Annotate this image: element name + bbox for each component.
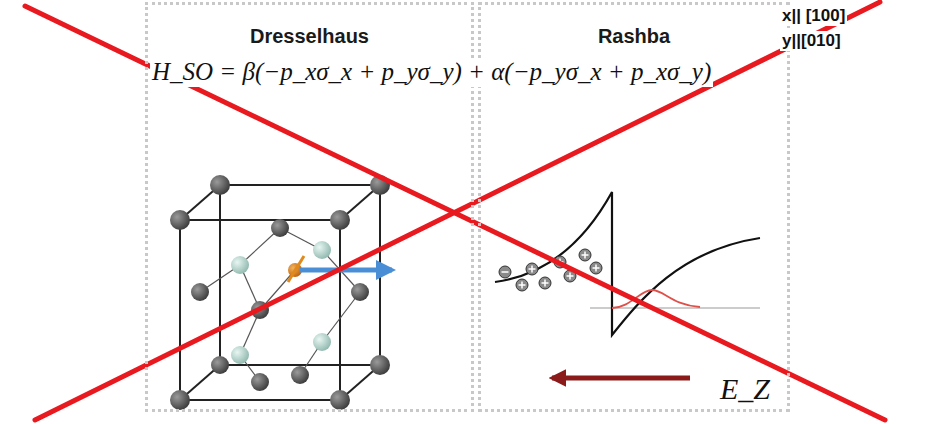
charge-symbols (499, 249, 602, 291)
axis-label: x|| [100] (780, 6, 847, 26)
field-label: E_Z (718, 372, 772, 407)
bonds (200, 228, 360, 382)
hamiltonian-equation: H_SO = β(−p_xσ_x + p_yσ_y) + α(−p_yσ_x +… (150, 58, 713, 87)
cross-out (25, 2, 885, 420)
axis-label: y||[010] (780, 31, 843, 51)
crystal-cube (180, 185, 380, 400)
band-diagram (495, 192, 760, 335)
atoms (170, 175, 390, 410)
field-arrow (552, 376, 690, 381)
panel-heading: Dresselhaus (148, 25, 471, 48)
panel-heading: Rashba (481, 25, 787, 48)
spin-tick (288, 256, 304, 282)
